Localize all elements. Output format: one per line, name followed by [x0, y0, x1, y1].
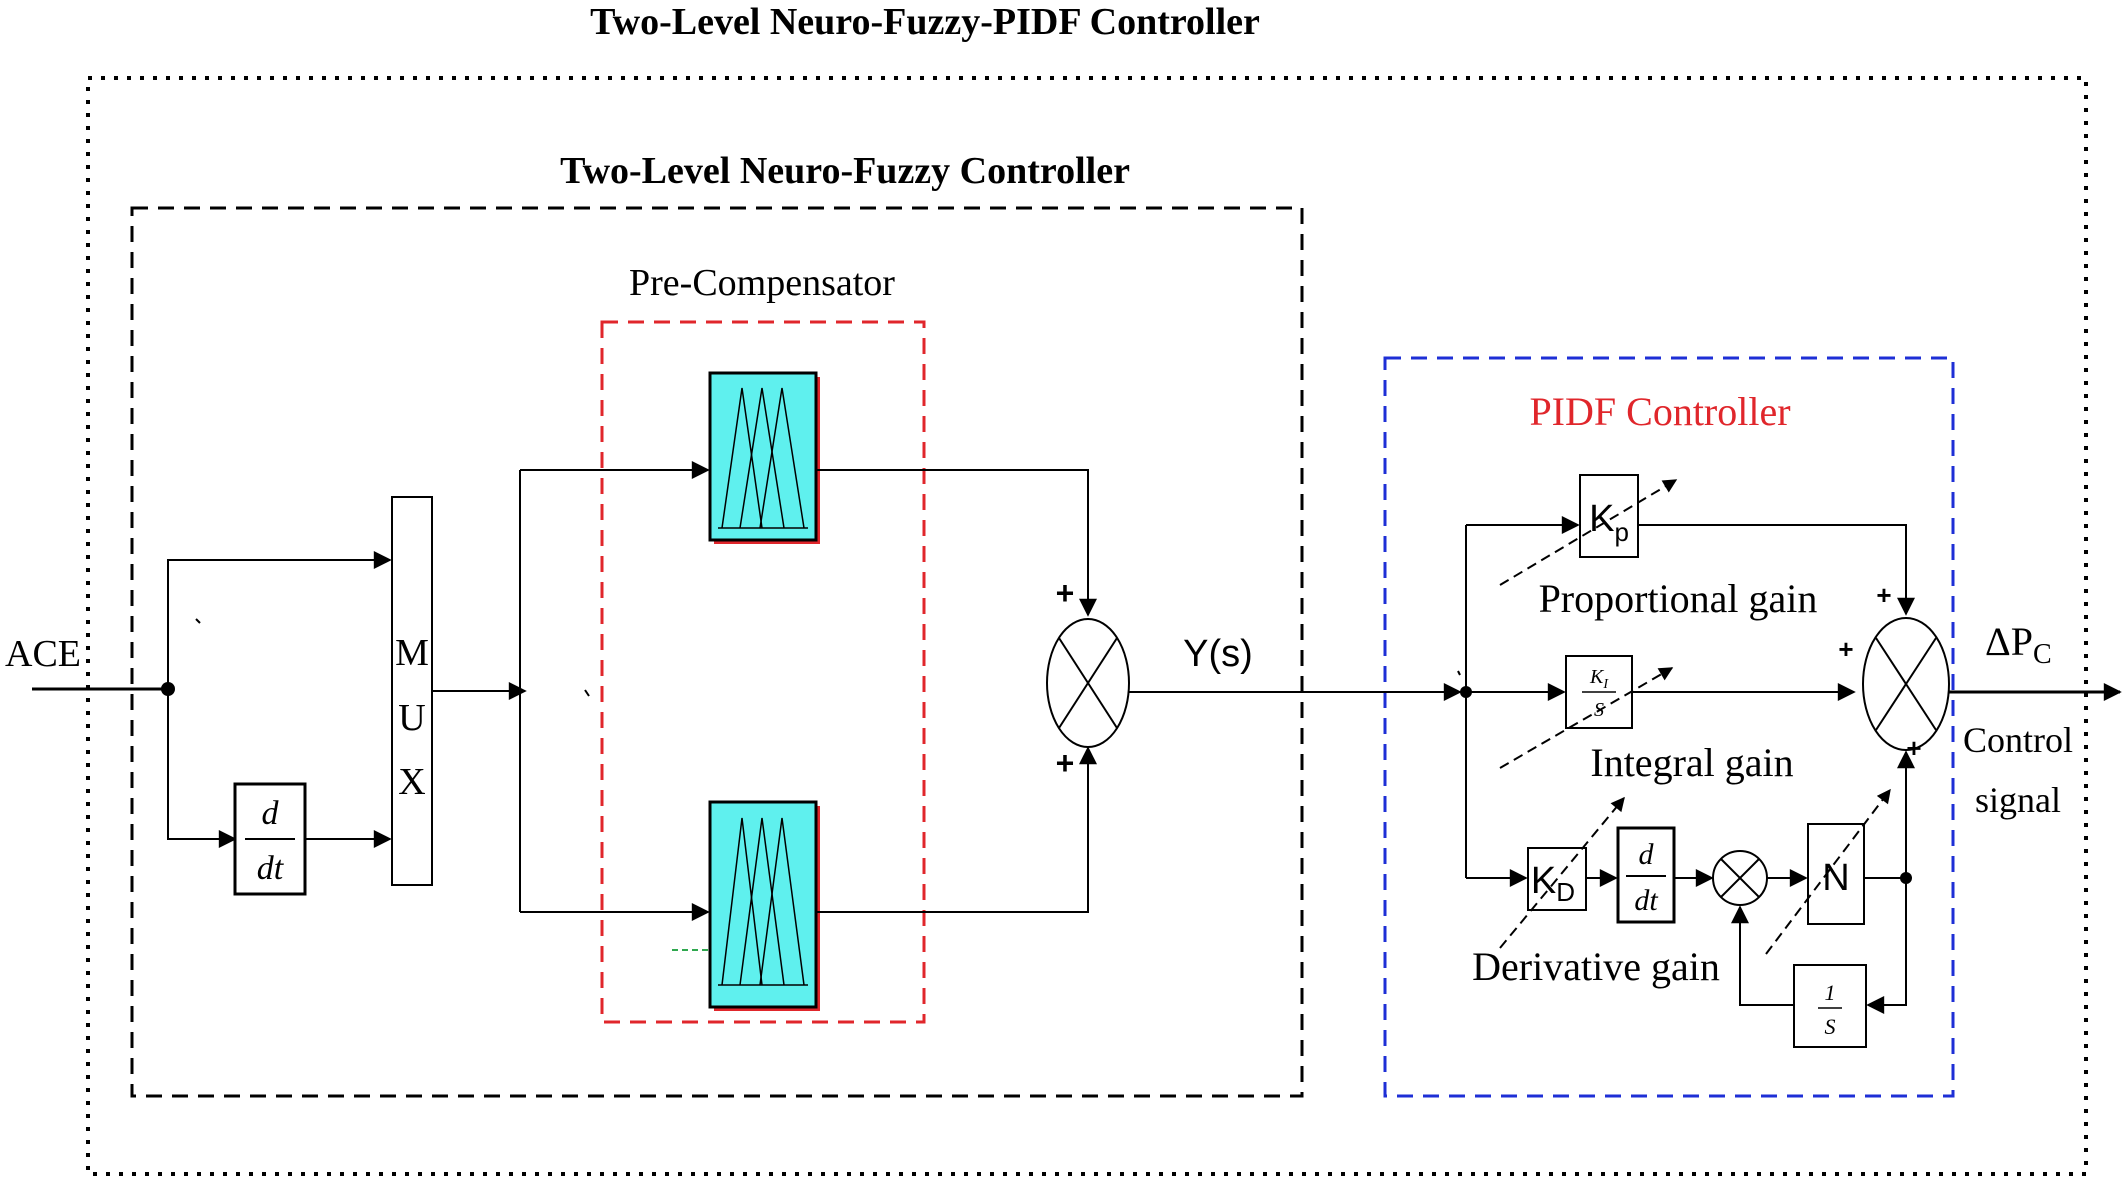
derivative-gain-label: Derivative gain	[1472, 944, 1720, 989]
ys-label: Y(s)	[1183, 633, 1253, 675]
output-label: ΔPC	[1985, 619, 2052, 670]
ki-adjust-arrow	[1499, 667, 1674, 769]
tick-mark-2	[584, 689, 590, 697]
sum2-sign-bottom: +	[1906, 733, 1921, 763]
svg-text:dt: dt	[257, 850, 285, 887]
sum2-sign-left: +	[1838, 634, 1853, 664]
sum1-sign-bottom: +	[1056, 745, 1075, 781]
sum1-sign-top: +	[1056, 575, 1075, 611]
fuzzy-top-output-line	[816, 469, 1097, 617]
outer-title: Two-Level Neuro-Fuzzy-PIDF Controller	[590, 1, 1260, 43]
precompensator-title: Pre-Compensator	[629, 262, 895, 304]
derivative-block: d dt	[233, 782, 307, 896]
svg-text:M: M	[395, 632, 429, 674]
pidf-frame	[1383, 356, 1955, 1098]
svg-text:N: N	[1822, 857, 1849, 899]
kp-adjust-arrow	[1499, 479, 1678, 586]
feedback-line	[1866, 878, 1907, 1014]
fuzzy-block-bottom	[708, 800, 820, 1011]
control-signal-line1: Control	[1963, 720, 2073, 760]
integral-gain-label: Integral gain	[1590, 740, 1793, 785]
summing-junction-2	[1862, 617, 1950, 751]
svg-text:KD: KD	[1531, 860, 1575, 907]
ace-to-mux-line	[167, 551, 392, 689]
svg-text:dt: dt	[1634, 884, 1658, 917]
pidf-title: PIDF Controller	[1529, 389, 1790, 434]
svg-text:1: 1	[1825, 980, 1836, 1005]
control-signal-line2: signal	[1975, 780, 2061, 820]
tick-mark-3	[1457, 670, 1461, 676]
kp-output-line	[1638, 524, 1915, 616]
mux-block: M U X	[391, 496, 433, 886]
n-adjust-arrow	[1765, 788, 1891, 955]
svg-text:d: d	[1639, 838, 1655, 871]
integrator-block: 1 S	[1793, 964, 1867, 1048]
neuro-fuzzy-frame	[130, 206, 1304, 1098]
ki-block: KI S	[1565, 655, 1633, 729]
tick-mark	[195, 618, 201, 624]
svg-text:X: X	[398, 761, 425, 803]
fuzzy-block-top	[708, 371, 820, 544]
pidf-derivative-block: d dt	[1616, 826, 1676, 924]
svg-text:U: U	[398, 697, 425, 739]
kd-adjust-arrow	[1499, 796, 1625, 949]
fuzzy-bottom-output-line	[816, 746, 1097, 913]
summing-junction-3	[1712, 850, 1768, 906]
proportional-gain-label: Proportional gain	[1539, 576, 1818, 621]
kd-block: KD	[1527, 847, 1587, 911]
svg-text:d: d	[262, 795, 280, 832]
svg-text:KI: KI	[1589, 666, 1609, 692]
integrator-to-sum3-line	[1731, 905, 1794, 1006]
input-label: ACE	[5, 633, 81, 675]
summing-junction-1	[1046, 618, 1130, 748]
precompensator-frame	[600, 320, 926, 1024]
svg-text:S: S	[1825, 1014, 1836, 1039]
kp-block: Kp	[1579, 474, 1639, 558]
n-block: N	[1807, 823, 1865, 925]
sum2-sign-top: +	[1876, 580, 1891, 610]
ace-to-deriv-line	[167, 689, 237, 848]
inner-title: Two-Level Neuro-Fuzzy Controller	[560, 150, 1130, 192]
